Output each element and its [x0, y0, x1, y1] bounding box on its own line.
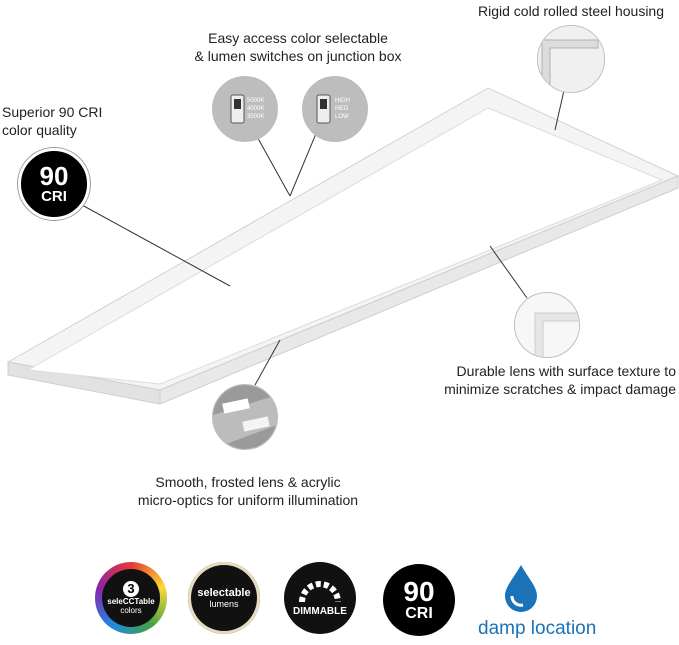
selectcct-sub: colors — [120, 606, 142, 615]
selectcct-name: seleCCTable — [107, 597, 155, 606]
callout-cri: Superior 90 CRI color quality — [2, 103, 102, 139]
lumens-sub: lumens — [209, 599, 239, 609]
callout-switches-line2: & lumen switches on junction box — [194, 48, 402, 64]
callout-optics-line2: micro-optics for uniform illumination — [137, 492, 359, 508]
cri-feature-badge: 90 CRI — [383, 564, 455, 636]
cct-option-2: 4000K — [247, 106, 265, 112]
housing-corner-icon — [538, 26, 604, 92]
cri-badge-label: CRI — [41, 188, 67, 205]
selectcct-badge-inner: 3 seleCCTable colors — [102, 569, 160, 627]
cri-feature-number: 90 — [403, 576, 435, 607]
callout-lens-line2: minimize scratches & impact damage — [444, 381, 676, 397]
cct-switch-labels: 5000K 4000K 3500K — [247, 97, 264, 121]
callout-lens: Durable lens with surface texture to min… — [400, 362, 676, 398]
damp-location-label: damp location — [478, 618, 597, 639]
lumens-name: selectable — [197, 587, 251, 599]
lumen-option-3: LOW — [335, 114, 349, 120]
ceiling-illumination-icon — [213, 385, 277, 449]
callout-lens-line1: Durable lens with surface texture to — [456, 363, 676, 379]
toggle-switch-icon — [303, 77, 367, 141]
callout-housing: Rigid cold rolled steel housing — [478, 3, 664, 19]
cri-badge: 90 CRI — [18, 148, 90, 220]
dimmable-badge: DIMMABLE — [284, 562, 356, 634]
callout-cri-line2: color quality — [2, 122, 77, 138]
lens-detail-image — [514, 292, 580, 358]
housing-detail-image — [537, 25, 605, 93]
cct-option-1: 5000K — [247, 98, 265, 104]
callout-switches-line1: Easy access color selectable — [208, 30, 388, 46]
water-drop-icon — [505, 565, 537, 612]
dimmer-dial-icon — [299, 580, 341, 602]
optics-detail-image — [212, 384, 278, 450]
cct-switch-image: 5000K 4000K 3500K — [212, 76, 278, 142]
panel-lens — [26, 107, 664, 385]
lumen-option-2: MED — [335, 106, 349, 112]
toggle-switch-icon — [213, 77, 277, 141]
callout-optics: Smooth, frosted lens & acrylic micro-opt… — [110, 473, 386, 509]
lumen-option-1: HIGH — [335, 98, 350, 104]
lumen-switch-image: HIGH MED LOW — [302, 76, 368, 142]
callout-cri-line1: Superior 90 CRI — [2, 104, 103, 120]
cri-feature-label: CRI — [405, 605, 433, 622]
dimmable-name: DIMMABLE — [293, 605, 347, 617]
lumen-switch-labels: HIGH MED LOW — [335, 97, 350, 121]
lens-corner-icon — [515, 293, 579, 357]
callout-optics-line1: Smooth, frosted lens & acrylic — [155, 474, 341, 490]
cri-badge-number: 90 — [39, 161, 69, 191]
lumens-badge: selectable lumens — [188, 562, 260, 634]
selectcct-number: 3 — [123, 581, 139, 597]
callout-switches: Easy access color selectable & lumen swi… — [178, 29, 418, 65]
panel-frame-side-right — [159, 175, 679, 405]
cct-option-3: 3500K — [247, 114, 265, 120]
selectcct-badge: 3 seleCCTable colors — [95, 562, 167, 634]
